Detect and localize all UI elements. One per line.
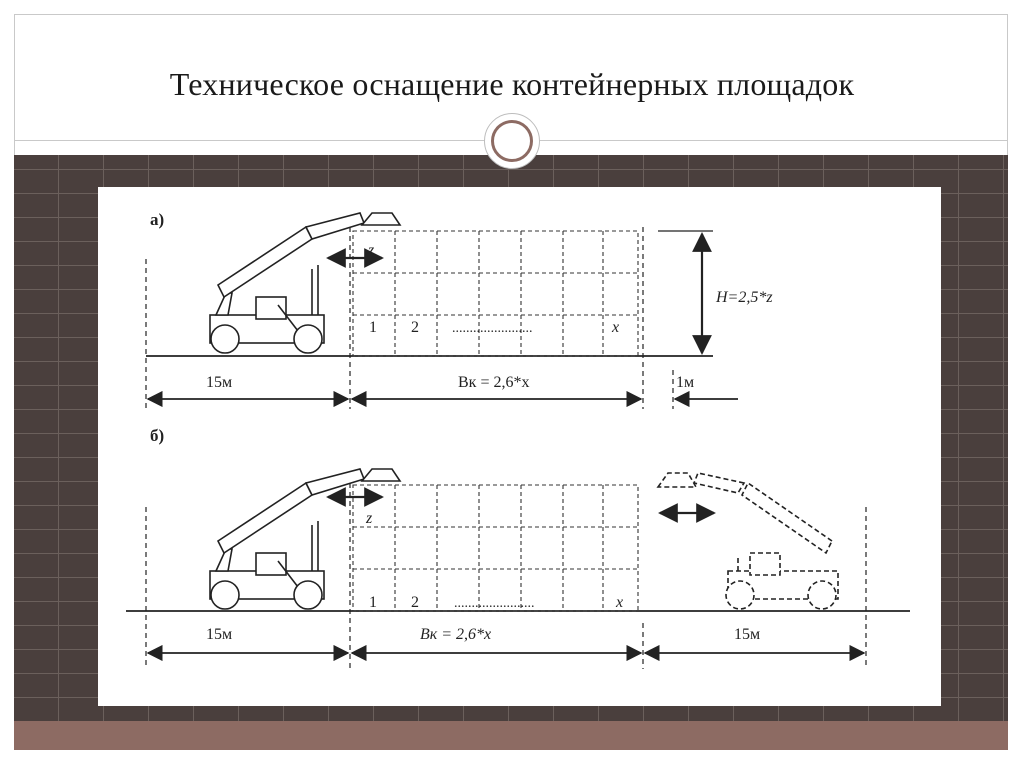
panel-b-container-grid [352,484,639,612]
circle-ornament-icon [484,113,540,169]
container-site-diagram: а) z 1 2 ....................... x [126,210,910,669]
panel-b-row-label-x: x [615,594,623,611]
panel-b-dim-left: 15м [206,626,232,643]
panel-a-dim-right: 1м [676,374,694,391]
panel-a-dim-left: 15м [206,374,232,391]
slide-title: Техническое оснащение контейнерных площа… [169,66,855,102]
panel-b-row-label-2: 2 [411,594,419,611]
panel-a-dim-middle: Вк = 2,6*x [458,374,529,391]
panel-a: а) z 1 2 ....................... x [145,210,773,409]
panel-a-row-label-2: 2 [411,319,419,336]
footer-band [14,721,1008,750]
panel-a-z-label: z [367,242,375,259]
panel-a-label: а) [150,210,164,229]
panel-b-forklift-right-icon [656,472,839,610]
panel-a-row-label-x: x [611,319,619,336]
panel-a-container-grid [352,230,639,357]
panel-b-z-label: z [365,510,373,527]
panel-b-dim-middle: Вк = 2,6*x [420,626,491,643]
panel-b-dim-right: 15м [734,626,760,643]
diagram-panel: а) z 1 2 ....................... x [98,187,941,706]
panel-a-forklift-icon [209,212,402,354]
panel-b-forklift-left-icon [209,468,402,610]
panel-b-boundaries [145,483,867,669]
panel-b-label: б) [150,426,164,445]
panel-b-dots: ....................... [454,596,535,611]
panel-b: б) z 1 2 ....................... x [126,426,910,669]
panel-a-row-label-1: 1 [369,319,377,336]
panel-b-row-label-1: 1 [369,594,377,611]
panel-a-dots: ....................... [452,321,533,336]
panel-a-height-label: Н=2,5*z [715,289,773,306]
